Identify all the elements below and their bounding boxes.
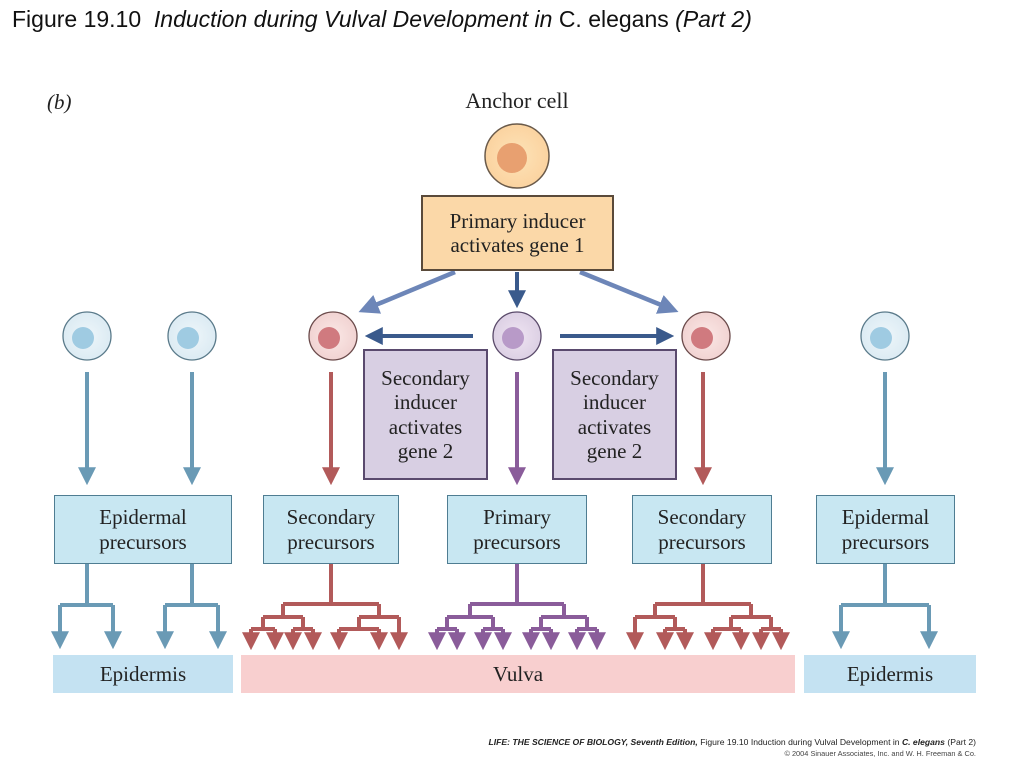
credit-book: LIFE: THE SCIENCE OF BIOLOGY, Seventh Ed…	[488, 737, 698, 747]
figure-title-italic: Induction during Vulval Development in	[153, 6, 553, 32]
lineage-secondary-right	[626, 564, 790, 651]
cell-p6	[492, 311, 542, 361]
inducer-arrow-right	[579, 269, 679, 314]
credit-line-2: © 2004 Sinauer Associates, Inc. and W. H…	[784, 749, 976, 758]
precursor-box-primary: Primary precursors	[447, 495, 587, 564]
secondary-inducer-left-line-2: inducer	[394, 390, 457, 415]
precursor-box-epidermal-right: Epidermal precursors	[816, 495, 955, 564]
precursor-label-line-2: precursors	[658, 529, 746, 554]
precursor-box-secondary-right: Secondary precursors	[632, 495, 772, 564]
cell-p3	[62, 311, 112, 361]
precursor-box-epidermal-left: Epidermal precursors	[54, 495, 232, 564]
lineage-epidermal-left-2	[156, 564, 227, 650]
precursor-label-line-2: precursors	[473, 529, 561, 554]
anchor-cell-label: Anchor cell	[465, 88, 569, 113]
precursor-label-line-1: Secondary	[286, 505, 376, 530]
cell-p7	[681, 311, 731, 361]
credit-line-1: LIFE: THE SCIENCE OF BIOLOGY, Seventh Ed…	[489, 737, 977, 747]
inducer-arrow-left	[358, 269, 456, 314]
cell-p4	[167, 311, 217, 361]
panel-label: (b)	[47, 90, 72, 114]
primary-inducer-arrows	[358, 269, 679, 314]
vulva-band: Vulva	[241, 655, 795, 693]
vulva-label: Vulva	[492, 661, 544, 686]
precursor-label-line-1: Epidermal	[99, 505, 187, 530]
anchor-cell	[484, 123, 550, 189]
lineage-epidermal-right	[832, 564, 938, 650]
secondary-inducer-right-line-2: inducer	[583, 390, 646, 415]
epidermis-label-right: Epidermis	[846, 661, 934, 686]
precursor-label-line-2: precursors	[287, 529, 375, 554]
secondary-inducer-box-left: Secondary inducer activates gene 2	[363, 349, 488, 480]
precursor-label-line-1: Primary	[483, 505, 551, 530]
cell-p8	[860, 311, 910, 361]
secondary-inducer-left-line-3: activates	[388, 414, 463, 439]
precursor-label-line-2: precursors	[841, 529, 930, 554]
primary-inducer-line-1: Primary inducer	[449, 208, 586, 233]
precursor-label-line-1: Secondary	[657, 505, 747, 530]
credit-part: (Part 2)	[947, 737, 976, 747]
credit-species: C. elegans	[901, 737, 945, 747]
secondary-inducer-right-line-4: gene 2	[586, 438, 643, 463]
secondary-inducer-left-line-4: gene 2	[397, 438, 454, 463]
primary-inducer-line-2: activates gene 1	[450, 233, 585, 257]
secondary-inducer-box-right: Secondary inducer activates gene 2	[552, 349, 677, 480]
precursor-label-line-1: Epidermal	[841, 505, 930, 530]
lineage-epidermal-left-1	[51, 564, 122, 650]
precursor-label-line-2: precursors	[99, 529, 187, 554]
figure-title: Figure 19.10 Induction during Vulval Dev…	[12, 6, 752, 33]
lineage-primary	[428, 564, 606, 651]
epidermis-label-left: Epidermis	[99, 661, 187, 686]
precursor-box-secondary-left: Secondary precursors	[263, 495, 399, 564]
secondary-inducer-right-line-3: activates	[577, 414, 652, 439]
secondary-inducer-left-line-1: Secondary	[381, 366, 470, 391]
figure-title-part: (Part 2)	[675, 6, 752, 32]
secondary-inducer-right-line-1: Secondary	[570, 366, 659, 391]
primary-inducer-box: Primary inducer activates gene 1	[421, 195, 614, 271]
cell-p5	[308, 311, 358, 361]
epidermis-band-right: Epidermis	[804, 655, 976, 693]
lineage-secondary-left	[242, 564, 408, 651]
credit-figure: Figure 19.10 Induction during Vulval Dev…	[700, 737, 900, 747]
epidermis-band-left: Epidermis	[53, 655, 233, 693]
figure-title-species: C. elegans	[558, 6, 669, 32]
figure-number: Figure 19.10	[12, 6, 142, 32]
